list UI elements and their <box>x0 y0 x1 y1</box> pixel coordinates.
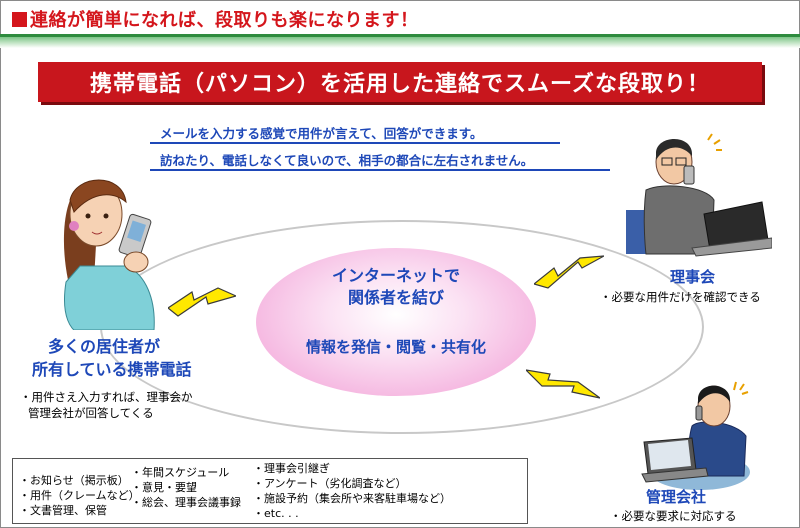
feature-col-1: ・お知らせ（掲示板） ・用件（クレームなど） ・文書管理、保管 <box>19 473 140 518</box>
company-label: 管理会社 <box>646 488 707 506</box>
center-line-1: インターネットで <box>331 266 460 285</box>
center-line-2: 関係者を結び <box>347 288 444 307</box>
header-divider <box>0 34 800 48</box>
lightning-top-right-icon <box>534 255 604 289</box>
center-line-3: 情報を発信・閲覧・共有化 <box>305 338 486 356</box>
feature-col-2: ・年間スケジュール ・意見・要望 ・総会、理事会議事録 <box>131 465 241 510</box>
residents-note-2: 管理会社が回答してくる <box>28 406 154 420</box>
feature-list-box: ・お知らせ（掲示板） ・用件（クレームなど） ・文書管理、保管 ・年間スケジュー… <box>12 458 528 524</box>
company-note: ・必要な要求に対応する <box>610 509 737 523</box>
resident-woman-illustration <box>63 179 155 330</box>
board-label: 理事会 <box>670 268 716 286</box>
feature-item: ・施設予約（集会所や来客駐車場など） <box>253 492 451 505</box>
subline-2: 訪ねたり、電話しなくて良いので、相手の都合に左右されません。 <box>160 153 534 168</box>
feature-item: ・理事会引継ぎ <box>253 462 330 475</box>
subline-2-underline <box>150 169 610 171</box>
residents-label-2: 所有している携帯電話 <box>32 360 192 379</box>
feature-item: ・用件（クレームなど） <box>19 489 140 502</box>
board-note: ・必要な用件だけを確認できる <box>600 290 761 304</box>
lightning-left-icon <box>168 287 236 317</box>
feature-item: ・意見・要望 <box>131 481 197 494</box>
residents-note-1: ・用件さえ入力すれば、理事会か <box>20 390 193 404</box>
square-bullet-icon <box>12 12 27 27</box>
subline-1: メールを入力する感覚で用件が言えて、回答ができます。 <box>160 126 483 141</box>
feature-item: ・アンケート（劣化調査など） <box>253 477 407 490</box>
board-member-illustration <box>626 133 772 257</box>
headline-banner: 携帯電話（パソコン）を活用した連絡でスムーズな段取り！ <box>38 62 762 102</box>
page-title-text: 連絡が簡単になれば、段取りも楽になります！ <box>30 10 419 31</box>
feature-item: ・総会、理事会議事録 <box>131 496 241 509</box>
management-company-illustration <box>641 381 750 490</box>
feature-item: ・文書管理、保管 <box>19 504 107 517</box>
subline-1-underline <box>150 142 560 144</box>
feature-item: ・etc. . . <box>253 507 299 520</box>
feature-item: ・年間スケジュール <box>131 466 230 479</box>
headline-text: 携帯電話（パソコン）を活用した連絡でスムーズな段取り！ <box>90 72 710 97</box>
page-title: 連絡が簡単になれば、段取りも楽になります！ <box>12 6 419 32</box>
residents-label-1: 多くの居住者が <box>48 337 161 356</box>
feature-col-3: ・理事会引継ぎ ・アンケート（劣化調査など） ・施設予約（集会所や来客駐車場など… <box>253 461 451 521</box>
lightning-bottom-right-icon <box>526 369 600 399</box>
center-bubble <box>256 248 536 396</box>
feature-item: ・お知らせ（掲示板） <box>19 474 129 487</box>
